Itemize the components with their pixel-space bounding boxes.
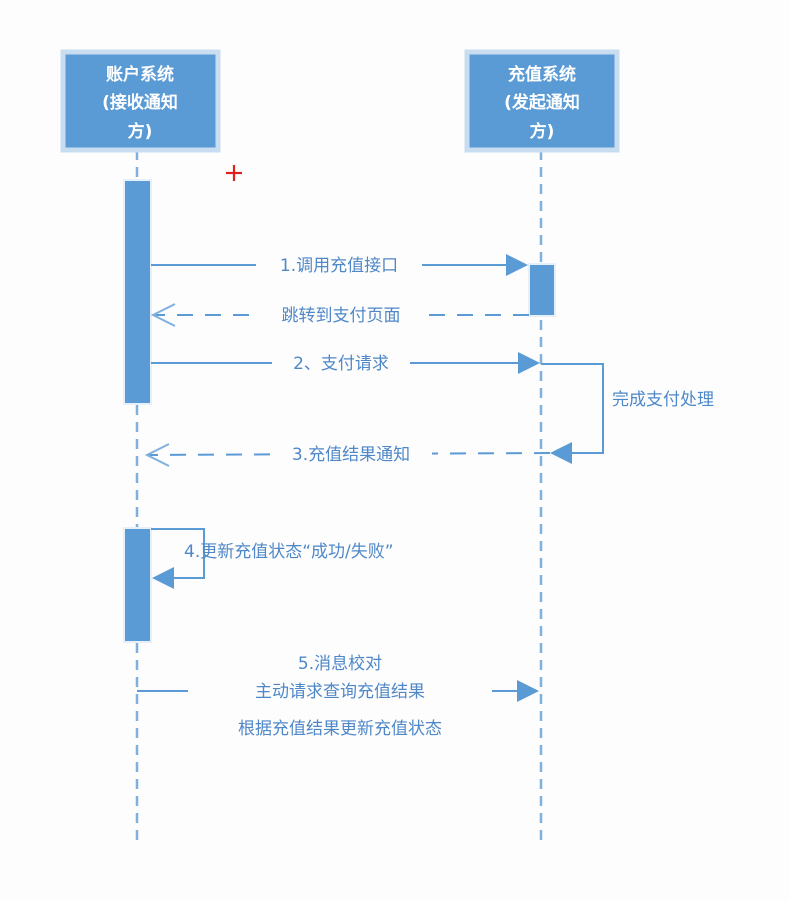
message-redirect-to-payment-page: 跳转到支付页面 [150,302,529,328]
message-label: 主动请求查询充值结果 [255,682,425,702]
self-message-complete-payment: 完成支付处理 [541,363,714,464]
participant-label-line: 方) [530,121,555,142]
message-label: 2、支付请求 [293,354,389,374]
arrow-head-icon [517,680,539,702]
message-label: 3.充值结果通知 [292,445,410,465]
message-call-recharge-api: 1.调用充值接口 [151,252,528,278]
participant-box [60,49,221,153]
message-label: 5.消息校对 [298,654,382,674]
activation-bar-account-2 [123,527,152,643]
arrow-head-icon [550,442,572,464]
activation-bar-recharge [528,263,556,317]
participant-recharge: 充值系统 (发起通知 方) [464,49,620,153]
message-label: 4.更新充值状态“成功/失败” [184,542,394,562]
participant-label-line: 方) [128,121,153,142]
participant-label-line: 账户系统 [106,64,174,85]
participant-account: 账户系统 (接收通知 方) [60,49,221,153]
message-payment-request: 2、支付请求 [151,350,540,376]
message-label: 根据充值结果更新充值状态 [238,719,442,739]
participant-box [464,49,620,153]
participant-label-line: (接收通知 [102,92,178,113]
message-recharge-result-notification: 3.充值结果通知 [144,441,551,467]
participant-label-line: 充值系统 [508,64,576,85]
arrow-head-icon [506,254,528,276]
message-reconciliation: 5.消息校对 主动请求查询充值结果 根据充值结果更新充值状态 [137,654,539,739]
arrow-open-head-icon [144,443,170,467]
message-label: 完成支付处理 [612,390,714,410]
arrow-head-icon [152,567,174,589]
arrow-head-icon [518,352,540,374]
activation-bar-account-1 [123,179,152,405]
self-message-update-recharge-status: 4.更新充值状态“成功/失败” [151,528,394,589]
message-label: 跳转到支付页面 [282,306,401,326]
participant-label-line: (发起通知 [504,92,580,113]
cursor-crosshair-icon [226,165,242,181]
message-label: 1.调用充值接口 [280,256,398,276]
arrow-open-head-icon [150,303,176,327]
